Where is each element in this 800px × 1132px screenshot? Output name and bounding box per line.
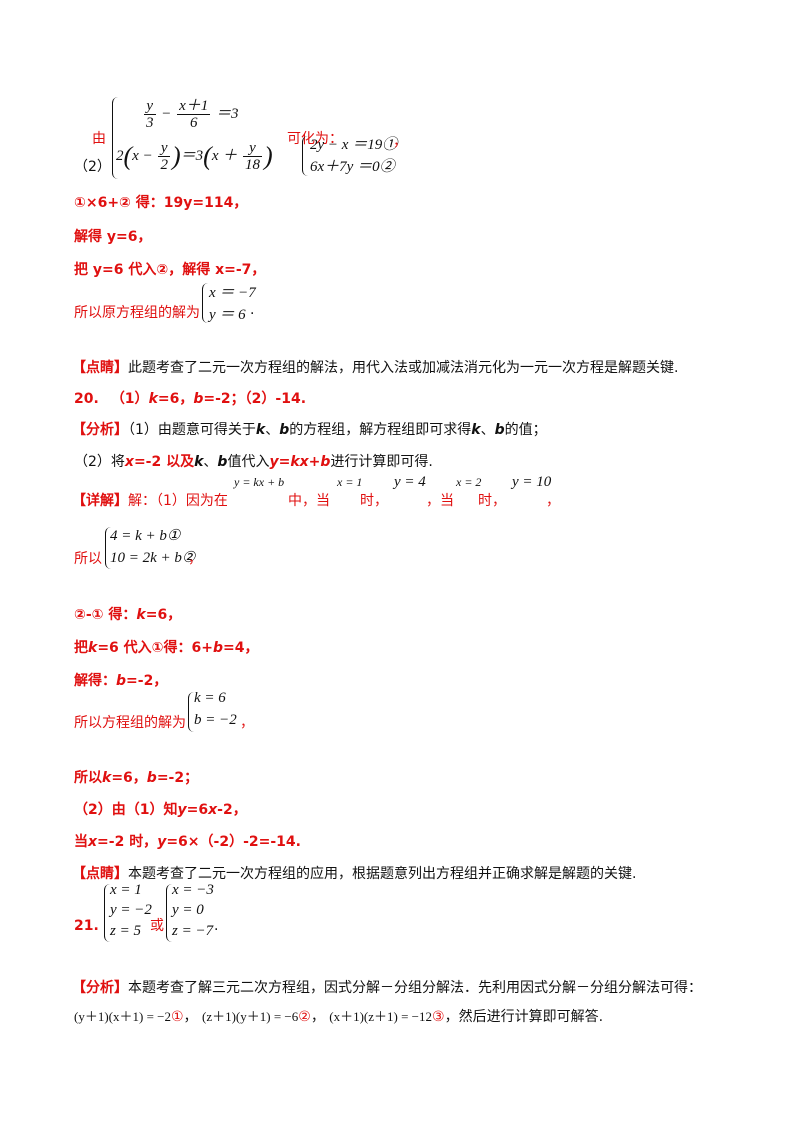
step-20-5: （2）由（1）知y=6x-2， [74,802,247,818]
step-20-4: 所以k=6，b=-2； [74,770,199,786]
analysis-21-equations: (y＋1)(x＋1) = −2①， (z＋1)(y＋1) = −6②， (x＋1… [74,1009,604,1025]
result-brace [302,136,308,176]
detail-20-expr-2: x = 1 [337,475,363,489]
system-20-comma: ， [188,551,202,567]
answer-21-brace-1 [104,884,110,942]
result-comma: ， [393,134,407,150]
answer-21-number: 21. [74,918,99,934]
detail-20-text-4: ，当 [426,493,454,509]
answer-21-or: 或 [150,918,164,934]
analysis-20: 【分析】（1）由题意可得关于k、b的方程组，解方程组即可求得k、b的值； [72,422,547,438]
solution-20-prefix: 所以方程组的解为 [74,715,186,731]
detail-20-expr-5: y = 10 [512,474,552,490]
detail-20-text-5: 时， [478,493,506,509]
part-2-from: 由 [92,131,106,147]
solution-x: x ＝ −7 [209,285,256,301]
system-brace [112,97,119,179]
solution-20-comma: ， [240,715,254,731]
step-line-1: ①×6+② 得：19y=114， [74,195,248,211]
comment-20: 【点睛】本题考查了二元一次方程组的应用，根据题意列出方程组并正确求解是解题的关键… [72,866,637,882]
part-2-number: （2） [74,159,111,175]
detail-20-expr-4: x = 2 [456,475,482,489]
solution-period: . [250,302,255,318]
detail-20-tag: 【详解】解：（1）因为在 [72,493,228,509]
answer-21-brace-2 [166,884,172,942]
solution-prefix: 所以原方程组的解为 [74,305,200,321]
can-be-rewritten: 可化为： [287,131,343,147]
step-line-3: 把 y=6 代入②，解得 x=-7， [74,262,266,278]
detail-20-expr-3: y = 4 [394,474,426,490]
step-20-1: ②-① 得：k=6， [74,607,182,623]
solution-y: y ＝ 6 [209,307,246,323]
answer-21-set2-x: x = −3 [172,882,214,898]
answer-21-set1-x: x = 1 [110,882,142,898]
answer-21-set1-y: y = −2 [110,902,152,918]
step-20-2: 把k=6 代入①得：6+b=4， [74,640,259,656]
answer-21-set2-y: y = 0 [172,902,204,918]
detail-20-text-6: ， [546,493,560,509]
answer-21-set1-z: z = 5 [110,923,141,939]
result-equation-2: 6x＋7y ＝0② [310,159,395,175]
answer-20: 20.（1）k=6，b=-2；（2）-14. [74,391,307,407]
answer-21-set2-z: z = −7 [172,923,214,939]
system-20-eq-1: 4 = k + b① [110,528,181,544]
comment-19: 【点睛】此题考查了二元一次方程组的解法，用代入法或加减法消元化为一元一次方程是解… [72,360,679,376]
solution-20-k: k = 6 [194,690,226,706]
system-20-prefix: 所以 [74,551,102,567]
analysis-21: 【分析】本题考查了解三元二次方程组，因式分解－分组分解法．先利用因式分解－分组分… [72,980,702,996]
step-20-3: 解得：b=-2， [74,673,168,689]
detail-20-expr-1: y = kx + b [234,475,285,489]
solution-20-b: b = −2 [194,712,237,728]
detail-20-text-3: 时， [360,493,388,509]
detail-20-text-2: 中，当 [288,493,330,509]
step-20-6: 当x=-2 时，y=6×（-2）-2=-14. [74,834,301,850]
system-20-brace [105,527,111,569]
system-20-eq-2: 10 = 2k + b② [110,550,196,566]
analysis-20-part-2: （2）将x=-2 以及k、b值代入y=kx+b进行计算即可得. [74,454,433,470]
result-equation-1: 2y − x ＝19① [310,137,398,153]
answer-21-period: . [214,918,219,934]
step-line-2: 解得 y=6， [74,229,152,245]
solution-brace [202,283,208,323]
solution-20-brace [188,692,194,732]
